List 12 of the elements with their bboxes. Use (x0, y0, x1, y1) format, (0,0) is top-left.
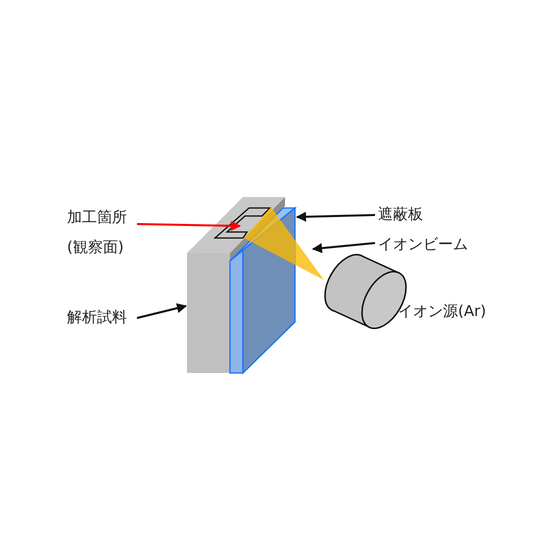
callout-label: 加工箇所(観察面) (67, 202, 142, 262)
callout-label: 遮蔽板 (378, 199, 423, 229)
sample-block (187, 197, 285, 373)
callout-label: イオンビーム (378, 229, 468, 259)
callout-label: 解析試料 (67, 302, 127, 332)
leader-arrow (296, 212, 376, 222)
leader-arrow (136, 303, 187, 319)
processed-area-outline (213, 207, 272, 239)
part-label: イオン源(Ar) (398, 301, 486, 322)
leader-arrow (136, 220, 241, 231)
ion-beam (244, 207, 324, 280)
leader-arrow (312, 242, 376, 254)
